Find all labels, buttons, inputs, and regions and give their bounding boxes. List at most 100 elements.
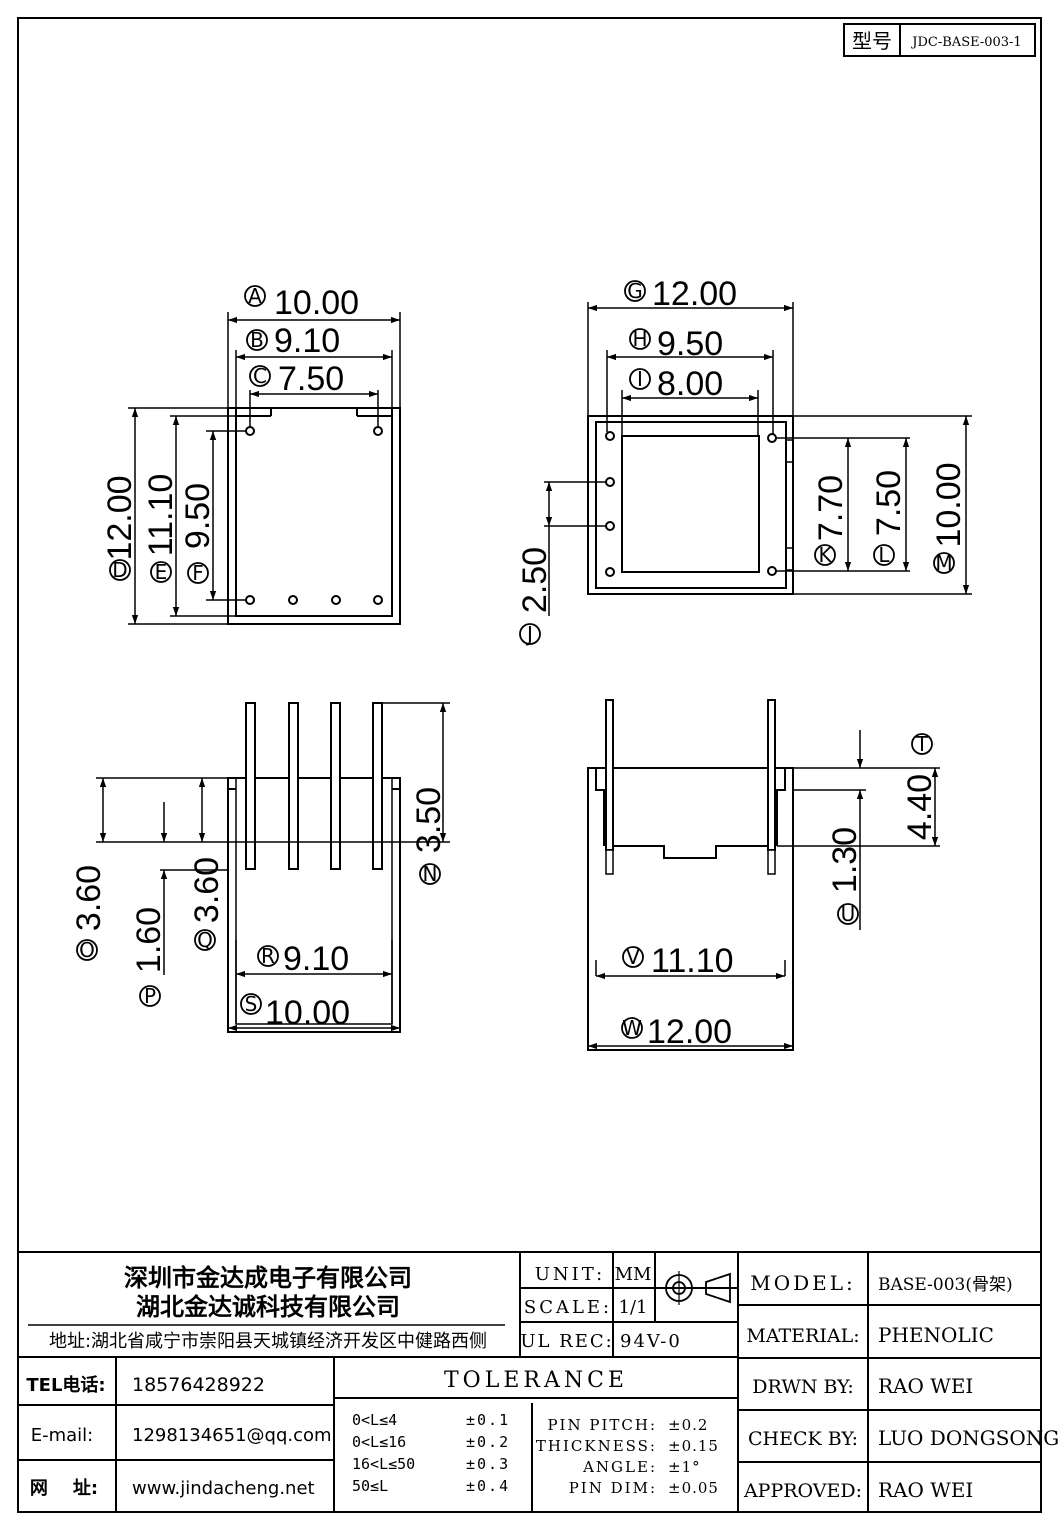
svg-text:B: B (250, 328, 264, 352)
check-by-value: LUO DONGSONG (878, 1426, 1059, 1450)
tol-value-4: ±0.4 (466, 1477, 510, 1495)
material-value: PHENOLIC (878, 1323, 994, 1347)
sheet-border (17, 17, 1042, 1513)
svg-text:D: D (112, 558, 127, 582)
company-name-1: 深圳市金达成电子有限公司 (124, 1264, 412, 1292)
view-bottom-right-labels: 4.40 1.30 11.10 12.00 (647, 774, 939, 1051)
tol-range-4: 50≤L (352, 1477, 388, 1495)
model-code-box: 型号 JDC-BASE-003-1 (843, 23, 1036, 57)
svg-text:L: L (878, 543, 890, 567)
svg-text:I: I (637, 367, 643, 391)
dim-s-value: 10.00 (265, 994, 350, 1032)
dim-o-value: 3.60 (70, 865, 108, 931)
tol-range-1: 0<L≤4 (352, 1411, 397, 1429)
marker-p: P (139, 984, 161, 1008)
tol-range-3: 16<L≤50 (352, 1455, 415, 1473)
view-bottom-left-labels: 3.60 3.60 1.60 3.50 9.10 10.00 (70, 787, 448, 1032)
marker-k: K (814, 543, 836, 567)
svg-text:J: J (525, 622, 533, 646)
angle-label: ANGLE: (582, 1458, 657, 1476)
tol-range-2: 0<L≤16 (352, 1433, 406, 1451)
dim-k-value: 7.70 (812, 475, 850, 541)
dim-a-value: 10.00 (274, 284, 359, 322)
web-value: www.jindacheng.net (132, 1478, 315, 1499)
drawn-by-value: RAO WEI (878, 1374, 973, 1398)
marker-v: V (622, 945, 644, 969)
marker-o: O (76, 938, 98, 962)
company-address: 地址:湖北省咸宁市崇阳县天城镇经济开发区中健路西侧 (49, 1331, 487, 1352)
web-label: 网 址: (30, 1478, 98, 1499)
approved-value: RAO WEI (878, 1478, 973, 1502)
dim-v-value: 11.10 (651, 942, 734, 980)
marker-d: D (109, 558, 131, 582)
marker-c: C (249, 364, 271, 388)
projection-symbol-icon (662, 1271, 731, 1305)
marker-q: Q (194, 928, 216, 952)
dim-r-value: 9.10 (283, 940, 349, 978)
model-label: MODEL: (750, 1271, 856, 1295)
svg-text:O: O (79, 938, 95, 962)
marker-m: M (933, 551, 955, 575)
marker-j: J (519, 622, 541, 646)
svg-text:F: F (192, 561, 204, 585)
svg-text:U: U (841, 902, 856, 926)
tol-value-3: ±0.3 (466, 1455, 510, 1473)
unit-label: UNIT: (535, 1264, 605, 1285)
dim-p-value: 1.60 (130, 907, 168, 973)
dim-b-value: 9.10 (274, 322, 340, 360)
svg-text:W: W (622, 1016, 642, 1040)
marker-u: U (837, 902, 859, 926)
company-name-2: 湖北金达诚科技有限公司 (136, 1293, 400, 1321)
marker-l: L (873, 543, 895, 567)
dim-l-value: 7.50 (870, 470, 908, 536)
model-code-value: JDC-BASE-003-1 (910, 35, 1021, 50)
marker-s: S (240, 992, 262, 1016)
dim-n-value: 3.50 (410, 787, 448, 853)
svg-text:T: T (915, 732, 929, 756)
dim-e-value: 11.10 (142, 474, 180, 557)
model-code-label: 型号 (852, 29, 892, 53)
dim-m-value: 10.00 (930, 462, 968, 547)
svg-text:P: P (144, 984, 156, 1008)
tel-value: 18576428922 (132, 1374, 265, 1396)
view-bottom-right (587, 699, 940, 1051)
thickness-value: ±0.15 (668, 1437, 719, 1455)
ul-rec-value: 94V-0 (620, 1331, 682, 1352)
dim-g-value: 12.00 (652, 275, 737, 313)
marker-b: B (246, 328, 268, 352)
marker-r: R (257, 944, 279, 968)
view-top-left (128, 312, 401, 625)
tel-label: TEL电话: (26, 1374, 105, 1396)
check-by-label: CHECK BY: (748, 1428, 858, 1450)
svg-text:N: N (423, 862, 438, 886)
marker-g: G (624, 279, 646, 303)
pin-dim-value: ±0.05 (668, 1479, 719, 1497)
tol-value-2: ±0.2 (466, 1433, 510, 1451)
model-value: BASE-003(骨架) (878, 1275, 1013, 1295)
pin-pitch-value: ±0.2 (668, 1416, 708, 1434)
dim-f-value: 9.50 (179, 483, 217, 549)
dimension-markers: A B C D E F G H I J K L M N O Q P R S T … (76, 279, 955, 1040)
marker-f: F (187, 561, 209, 585)
email-value: 1298134651@qq.com (132, 1425, 332, 1446)
dim-t-value: 4.40 (901, 774, 939, 840)
svg-text:E: E (155, 560, 168, 584)
svg-text:A: A (248, 284, 262, 308)
material-label: MATERIAL: (746, 1325, 859, 1347)
tolerance-title: TOLERANCE (444, 1368, 628, 1393)
svg-text:Q: Q (197, 928, 213, 952)
svg-text:C: C (253, 364, 267, 388)
svg-text:K: K (818, 543, 832, 567)
marker-h: H (629, 327, 651, 351)
marker-n: N (419, 862, 441, 886)
tol-value-1: ±0.1 (466, 1411, 510, 1429)
dim-j-value: 2.50 (516, 547, 554, 613)
marker-t: T (911, 732, 933, 756)
view-top-right (544, 302, 972, 616)
pin-dim-label: PIN DIM: (569, 1479, 657, 1497)
svg-text:M: M (935, 551, 952, 575)
dim-w-value: 12.00 (647, 1013, 732, 1051)
svg-text:G: G (627, 279, 643, 303)
dim-i-value: 8.00 (657, 365, 723, 403)
